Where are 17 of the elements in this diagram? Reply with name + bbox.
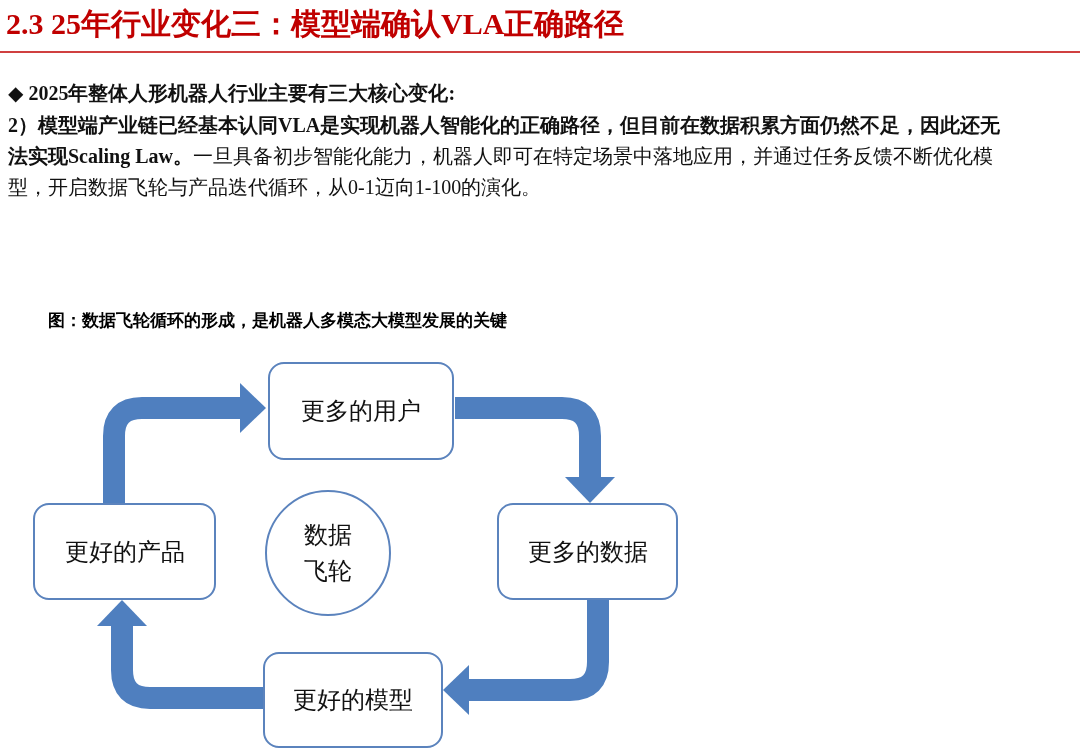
process-box	[268, 362, 454, 460]
block-arrow	[97, 600, 263, 709]
block-arrow	[443, 600, 609, 715]
node-label: 更好的产品	[64, 537, 185, 567]
node-label: 更多的用户	[301, 397, 421, 426]
block-arrow	[455, 397, 615, 503]
process-box	[33, 503, 216, 600]
bullet-heading: ◆ 2025年整体人形机器人行业主要有三大核心变化:	[8, 81, 457, 106]
page-title: 2.3 25年行业变化三：模型端确认VLA正确路径	[6, 6, 625, 42]
process-box	[263, 652, 443, 748]
body-paragraph: 2）模型端产业链已经基本认同VLA是实现机器人智能化的正确路径，但目前在数据积累方面仍然不足，因此还无法实现Scaling Law。一旦具备初步智能化能力，机器人即可在特定场景中落地应用，并通过任务反馈不断优化模型，开启数据飞轮与产品迭代循环，从0-1迈向1-100的演化。	[8, 113, 1002, 200]
node-label: 更好的模型	[293, 686, 413, 715]
figure-caption: 图：数据飞轮循环的形成，是机器人多模态大模型发展的关键	[48, 310, 507, 332]
block-arrow	[103, 383, 266, 503]
node-label: 更多的数据	[527, 537, 648, 567]
node-label: 数据飞轮	[303, 521, 353, 586]
process-box	[497, 503, 678, 600]
